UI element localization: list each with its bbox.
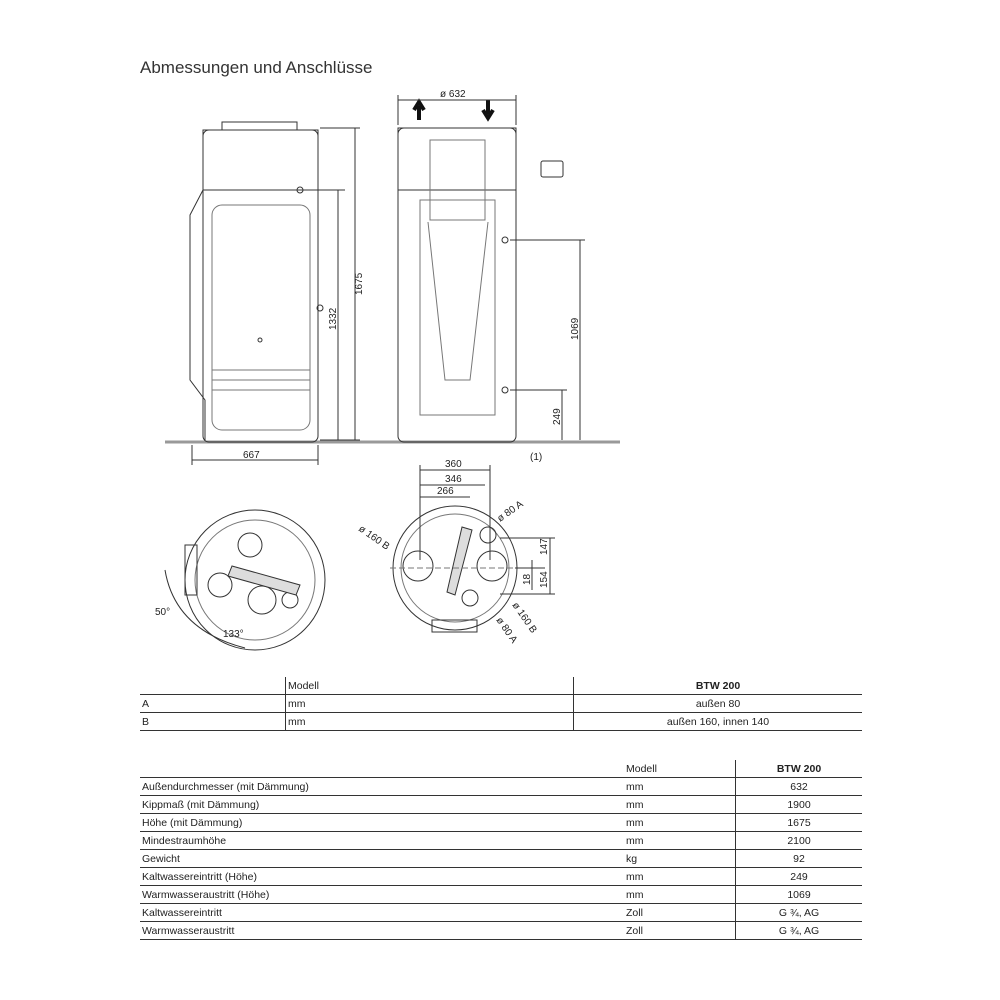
top-view-right — [390, 505, 525, 633]
row-value: 632 — [735, 777, 862, 796]
row-value: 1069 — [735, 885, 862, 904]
row-label: Kaltwassereintritt (Höhe) — [140, 867, 624, 886]
control-panel-icon — [540, 160, 564, 178]
row-label: Warmwasseraustritt (Höhe) — [140, 885, 624, 904]
row-unit: mm — [624, 867, 736, 886]
row-label: Höhe (mit Dämmung) — [140, 813, 624, 832]
row-value: 1675 — [735, 813, 862, 832]
dim-667: 667 — [243, 450, 260, 461]
row-unit: mm — [624, 831, 736, 850]
angle-133: 133° — [223, 629, 244, 640]
page-title: Abmessungen und Anschlüsse — [140, 58, 373, 77]
row-value: 2100 — [735, 831, 862, 850]
top-view-left — [164, 509, 326, 651]
row-unit: kg — [624, 849, 736, 868]
label-80a-top: ø 80 A — [495, 499, 525, 525]
row-value: 92 — [735, 849, 862, 868]
row-label: Gewicht — [140, 849, 624, 868]
note-1: (1) — [530, 452, 542, 463]
front-view — [397, 98, 517, 443]
dim-1069: 1069 — [570, 317, 581, 340]
angle-50: 50° — [155, 607, 170, 618]
dim-1332: 1332 — [328, 307, 339, 330]
row-unit: mm — [624, 777, 736, 796]
row-unit: Zoll — [624, 903, 736, 922]
row-label: Kippmaß (mit Dämmung) — [140, 795, 624, 814]
dim-266: 266 — [437, 486, 454, 497]
label-80a-bottom: ø 80 A — [494, 615, 520, 645]
row-label: Kaltwassereintritt — [140, 903, 624, 922]
technical-drawing: 1675 1332 667 ø 632 1069 249 (1) 50° 133… — [155, 89, 620, 651]
dim-1675: 1675 — [354, 272, 365, 295]
row-unit: mm — [624, 795, 736, 814]
dim-154: 154 — [539, 571, 550, 588]
label-160b-left: ø 160 B — [356, 523, 391, 552]
row-unit: mm — [624, 813, 736, 832]
row-label: Warmwasseraustritt — [140, 921, 624, 940]
dim-147: 147 — [539, 538, 550, 555]
row-value: 1900 — [735, 795, 862, 814]
row-value: G ¾, AG — [735, 903, 862, 922]
dim-18: 18 — [522, 573, 533, 585]
dim-346: 346 — [445, 474, 462, 485]
row-unit: Zoll — [624, 921, 736, 940]
side-view — [189, 121, 324, 443]
dim-249: 249 — [552, 408, 563, 425]
dim-632: ø 632 — [440, 89, 466, 100]
row-value: 249 — [735, 867, 862, 886]
row-unit: mm — [624, 885, 736, 904]
row-label: Außendurchmesser (mit Dämmung) — [140, 777, 624, 796]
row-label: Mindestraumhöhe — [140, 831, 624, 850]
row-value: G ¾, AG — [735, 921, 862, 940]
dim-360: 360 — [445, 459, 462, 470]
